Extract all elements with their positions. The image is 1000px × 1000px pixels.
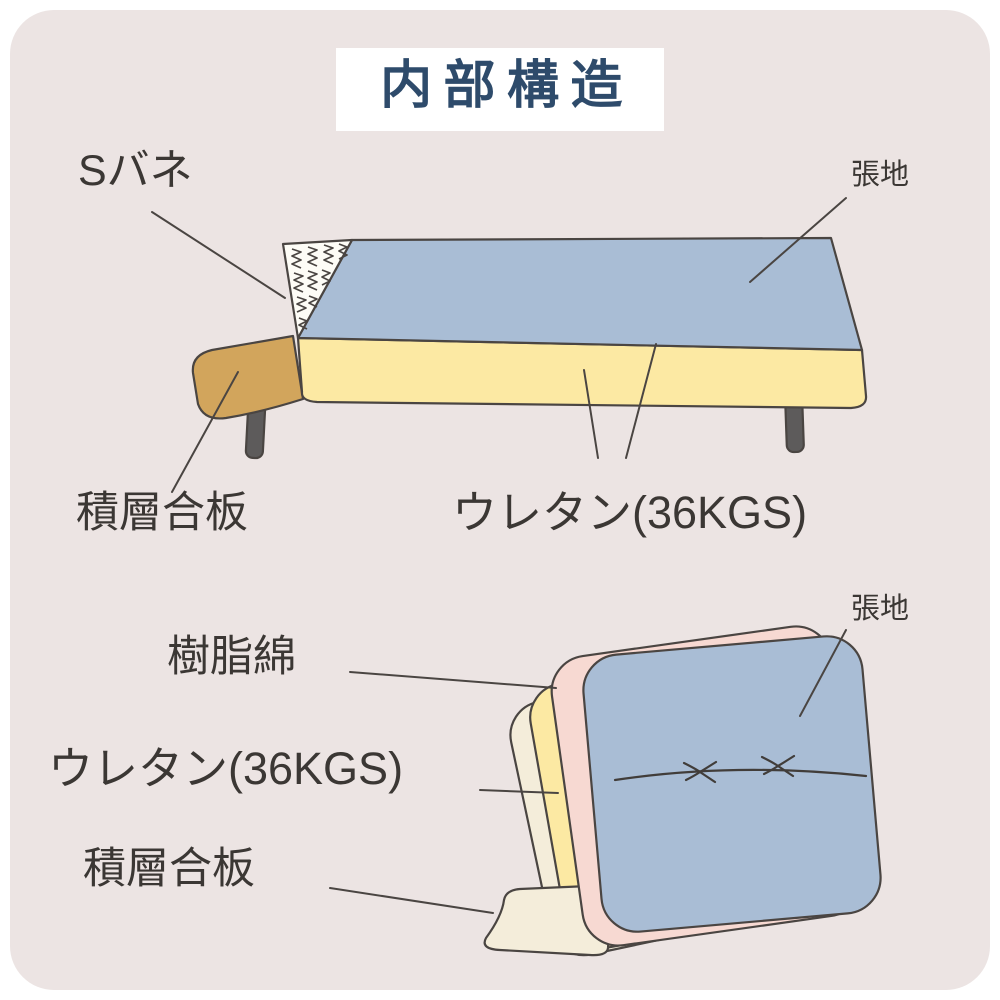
leader-line-fabric-bottom <box>799 629 847 717</box>
leader-line-urethane-b <box>625 343 657 459</box>
tufting-stitch-icon <box>682 760 718 784</box>
leader-line-urethane-a <box>583 369 599 459</box>
spring-panel <box>281 238 354 340</box>
label-s-spring: Sバネ <box>78 147 193 195</box>
label-resin-cotton: 樹脂綿 <box>167 633 296 681</box>
fabric-top-surface <box>296 236 864 352</box>
leader-line-fabric-top <box>749 197 847 283</box>
leader-line-plywood-bottom <box>329 887 494 914</box>
label-plywood-bottom: 積層合板 <box>83 845 255 893</box>
cushion-illustration <box>483 625 882 957</box>
leader-line-plywood-top <box>171 371 239 493</box>
label-plywood-top: 積層合板 <box>76 489 248 537</box>
label-fabric-top: 張地 <box>851 159 910 191</box>
leader-lines-top <box>151 197 847 493</box>
leader-line-urethane-bottom <box>479 789 559 794</box>
cushion-fabric-front <box>582 635 882 933</box>
tufting-stitch-icon <box>760 754 796 778</box>
title-row: 内部構造 <box>0 48 1000 132</box>
label-urethane-bottom: ウレタン(36KGS) <box>48 743 404 794</box>
leader-line-resin-cotton <box>349 671 557 689</box>
leader-line-spring <box>151 211 286 299</box>
urethane-front-face <box>296 336 868 410</box>
plywood-side-face <box>191 334 305 420</box>
sofa-base-illustration <box>191 236 868 460</box>
leader-lines-bottom <box>329 629 847 914</box>
cushion-seam-line <box>613 768 868 782</box>
page-title: 内部構造 <box>336 48 664 132</box>
s-spring-coils-icon <box>291 243 348 330</box>
label-fabric-bottom: 張地 <box>851 593 910 625</box>
label-urethane-top: ウレタン(36KGS) <box>452 487 808 538</box>
